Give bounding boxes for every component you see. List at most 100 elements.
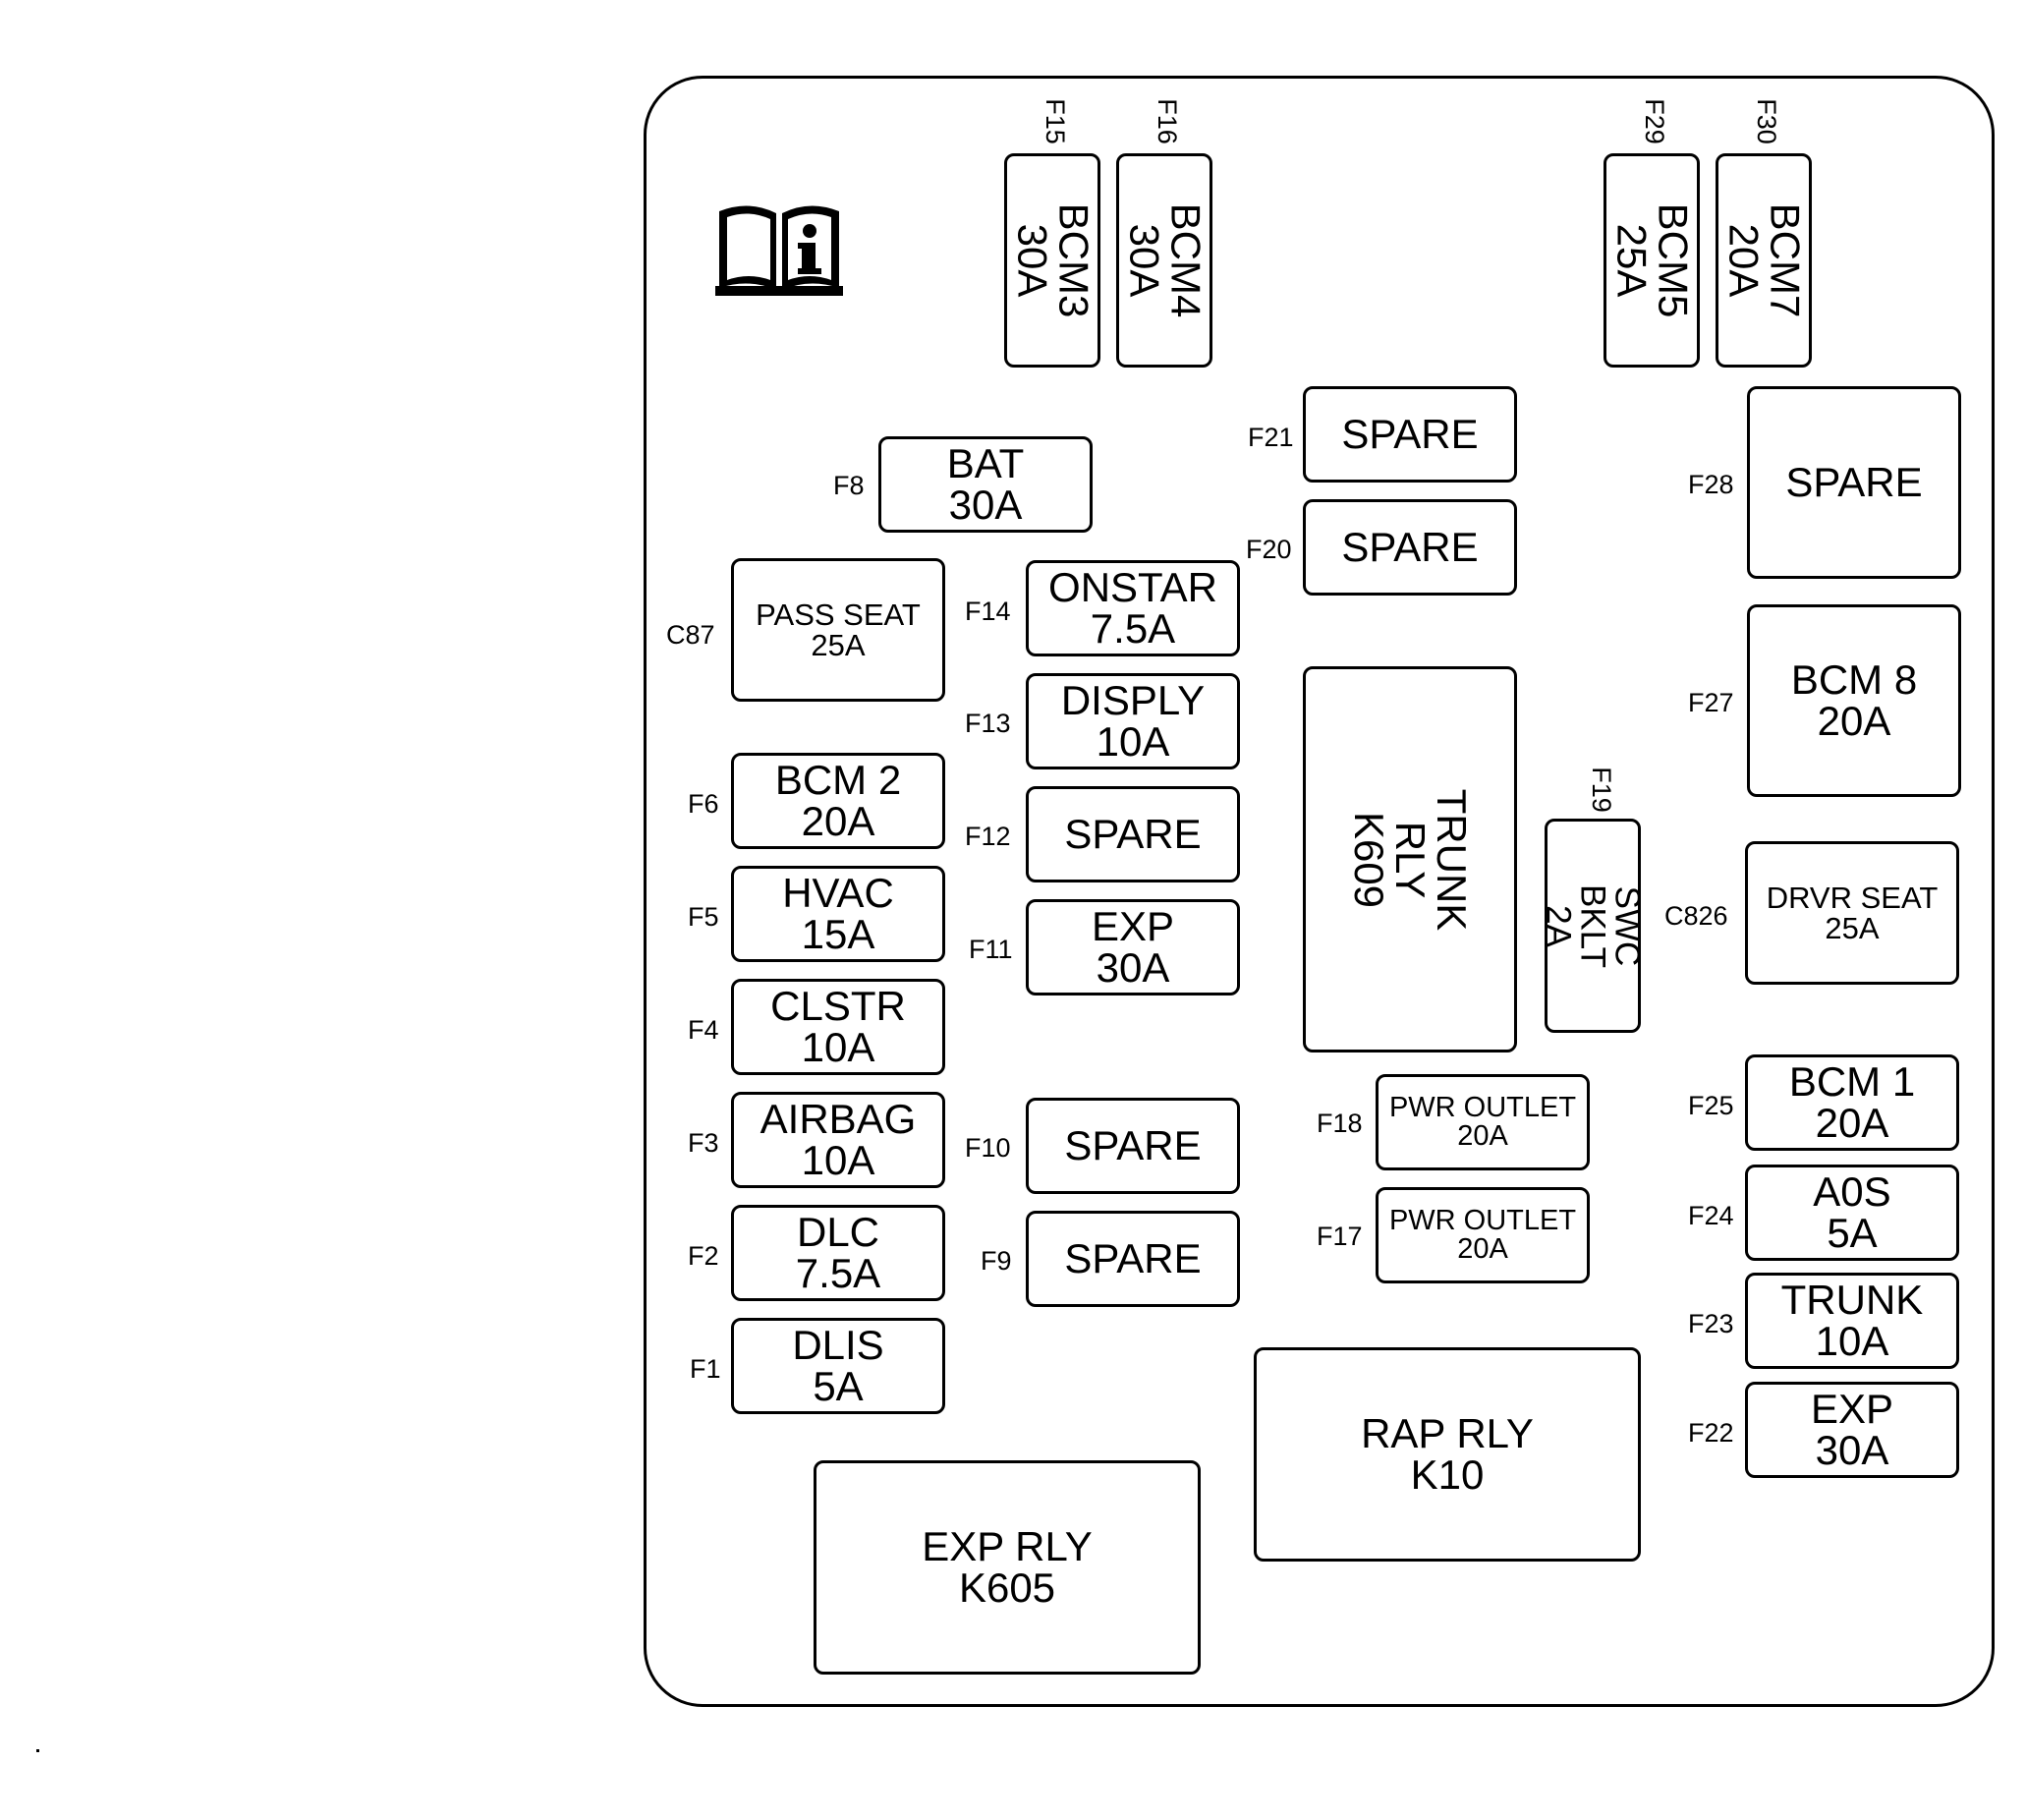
fuse-f24-name: A0S [1813,1168,1891,1215]
fuse-f28-id: F28 [1688,470,1734,499]
fuse-f23-name: TRUNK [1780,1277,1924,1323]
fuse-f25-name: BCM 1 [1788,1058,1916,1105]
fuse-f25-id: F25 [1688,1091,1734,1120]
fuse-f23-rating: 10A [1815,1318,1889,1364]
fuse-f1-id: F1 [690,1354,721,1384]
fuse-f11: EXP 30A [1026,899,1240,995]
fuse-f20: SPARE [1303,499,1517,596]
fuse-f6-rating: 20A [801,798,875,844]
fuse-drvr-seat: DRVR SEAT 25A [1745,841,1959,985]
relay-exp-number: K605 [958,1564,1056,1611]
fuse-f20-name: SPARE [1341,524,1479,570]
fuse-f17-rating: 20A [1457,1233,1508,1265]
fuse-f30-id: F30 [1751,98,1781,144]
fuse-f21-id: F21 [1248,423,1294,452]
fuse-f23-id: F23 [1688,1309,1734,1338]
connector-c826-id: C826 [1664,901,1728,931]
fuse-f19-rating: 2A [1539,904,1578,947]
fuse-f4-name: CLSTR [770,983,906,1029]
fuse-f15-id: F15 [1040,98,1070,144]
fuse-f28-name: SPARE [1785,459,1923,505]
fuse-drvr-seat-rating: 25A [1825,911,1880,945]
fuse-f22-rating: 30A [1815,1427,1889,1473]
fuse-f12-name: SPARE [1064,811,1202,857]
fuse-f22-id: F22 [1688,1418,1734,1448]
fuse-f5-id: F5 [688,902,719,932]
fuse-f2-rating: 7.5A [795,1250,881,1296]
relay-rap-number: K10 [1410,1451,1485,1498]
fuse-f23: TRUNK 10A [1745,1273,1959,1369]
fuse-f29-name: BCM5 [1650,202,1697,318]
relay-trunk: TRUNK RLY K609 [1303,666,1517,1052]
fuse-f25-rating: 20A [1815,1100,1889,1146]
fuse-f16-name: BCM4 [1162,202,1210,318]
fuse-f4-id: F4 [688,1015,719,1045]
fuse-f1: DLIS 5A [731,1318,945,1414]
fuse-f6-name: BCM 2 [774,757,902,803]
fuse-f10: SPARE [1026,1098,1240,1194]
fuse-f8: BAT 30A [878,436,1093,533]
fuse-f10-name: SPARE [1064,1122,1202,1168]
fuse-f19: SWC BKLT 2A [1539,819,1647,1033]
fuse-f6: BCM 2 20A [731,753,945,849]
fuse-f3-id: F3 [688,1128,719,1158]
fuse-f9-id: F9 [981,1246,1012,1276]
fuse-f21-name: SPARE [1341,411,1479,457]
stray-dot [36,1749,39,1752]
fuse-f11-id: F11 [969,935,1013,964]
fuse-f16-rating: 30A [1121,223,1168,298]
fuse-f17: PWR OUTLET 20A [1376,1187,1590,1283]
fuse-f16-id: F16 [1152,98,1182,144]
relay-rap-name: RAP RLY [1361,1410,1534,1456]
fuse-f27-rating: 20A [1817,698,1891,744]
fuse-f20-id: F20 [1246,535,1292,564]
fuse-f30-rating: 20A [1720,223,1768,298]
fuse-f9: SPARE [1026,1211,1240,1307]
fuse-pass-seat: PASS SEAT 25A [731,558,945,702]
fuse-f3: AIRBAG 10A [731,1092,945,1188]
fuse-f6-id: F6 [688,789,719,819]
fuse-f29-rating: 25A [1608,223,1656,298]
fuse-f17-id: F17 [1317,1222,1363,1251]
fuse-f1-name: DLIS [792,1322,884,1368]
fuse-f15-name: BCM3 [1050,202,1097,318]
fuse-f13: DISPLY 10A [1026,673,1240,769]
fuse-f12: SPARE [1026,786,1240,882]
fuse-f30-name: BCM7 [1762,202,1809,318]
fuse-f3-name: AIRBAG [760,1096,917,1142]
relay-trunk-name: TRUNK RLY [1387,788,1475,931]
owner-manual-info-icon [715,205,843,296]
fuse-f18-name: PWR OUTLET [1388,1092,1577,1123]
fuse-f13-rating: 10A [1096,718,1170,765]
fuse-f17-name: PWR OUTLET [1388,1205,1577,1236]
fuse-f5-name: HVAC [782,870,894,916]
fuse-f18: PWR OUTLET 20A [1376,1074,1590,1170]
fuse-f8-name: BAT [946,440,1025,486]
fuse-f21: SPARE [1303,386,1517,483]
fuse-f1-rating: 5A [813,1363,864,1409]
fuse-f14-rating: 7.5A [1090,605,1176,652]
fuse-f19-id: F19 [1586,767,1616,813]
fuse-f11-name: EXP [1091,903,1175,949]
relay-exp-name: EXP RLY [922,1523,1093,1569]
relay-exp: EXP RLY K605 [814,1460,1201,1675]
fuse-f18-rating: 20A [1457,1120,1508,1152]
fuse-f2-name: DLC [796,1209,880,1255]
fuse-f24-rating: 5A [1827,1210,1878,1256]
fuse-f12-id: F12 [965,822,1011,851]
fuse-f5-rating: 15A [801,911,875,957]
fuse-f25: BCM 1 20A [1745,1054,1959,1151]
fuse-f28: SPARE [1747,386,1961,579]
fuse-f3-rating: 10A [801,1137,875,1183]
fuse-f27: BCM 8 20A [1747,604,1961,797]
fuse-f19-name: SWC BKLT [1573,883,1647,968]
fuse-pass-seat-rating: 25A [811,628,866,662]
fuse-f5: HVAC 15A [731,866,945,962]
fuse-f18-id: F18 [1317,1109,1363,1138]
connector-c87-id: C87 [666,620,715,650]
fuse-f27-name: BCM 8 [1790,656,1918,703]
fuse-f11-rating: 30A [1096,944,1170,991]
fuse-f13-name: DISPLY [1060,677,1206,723]
